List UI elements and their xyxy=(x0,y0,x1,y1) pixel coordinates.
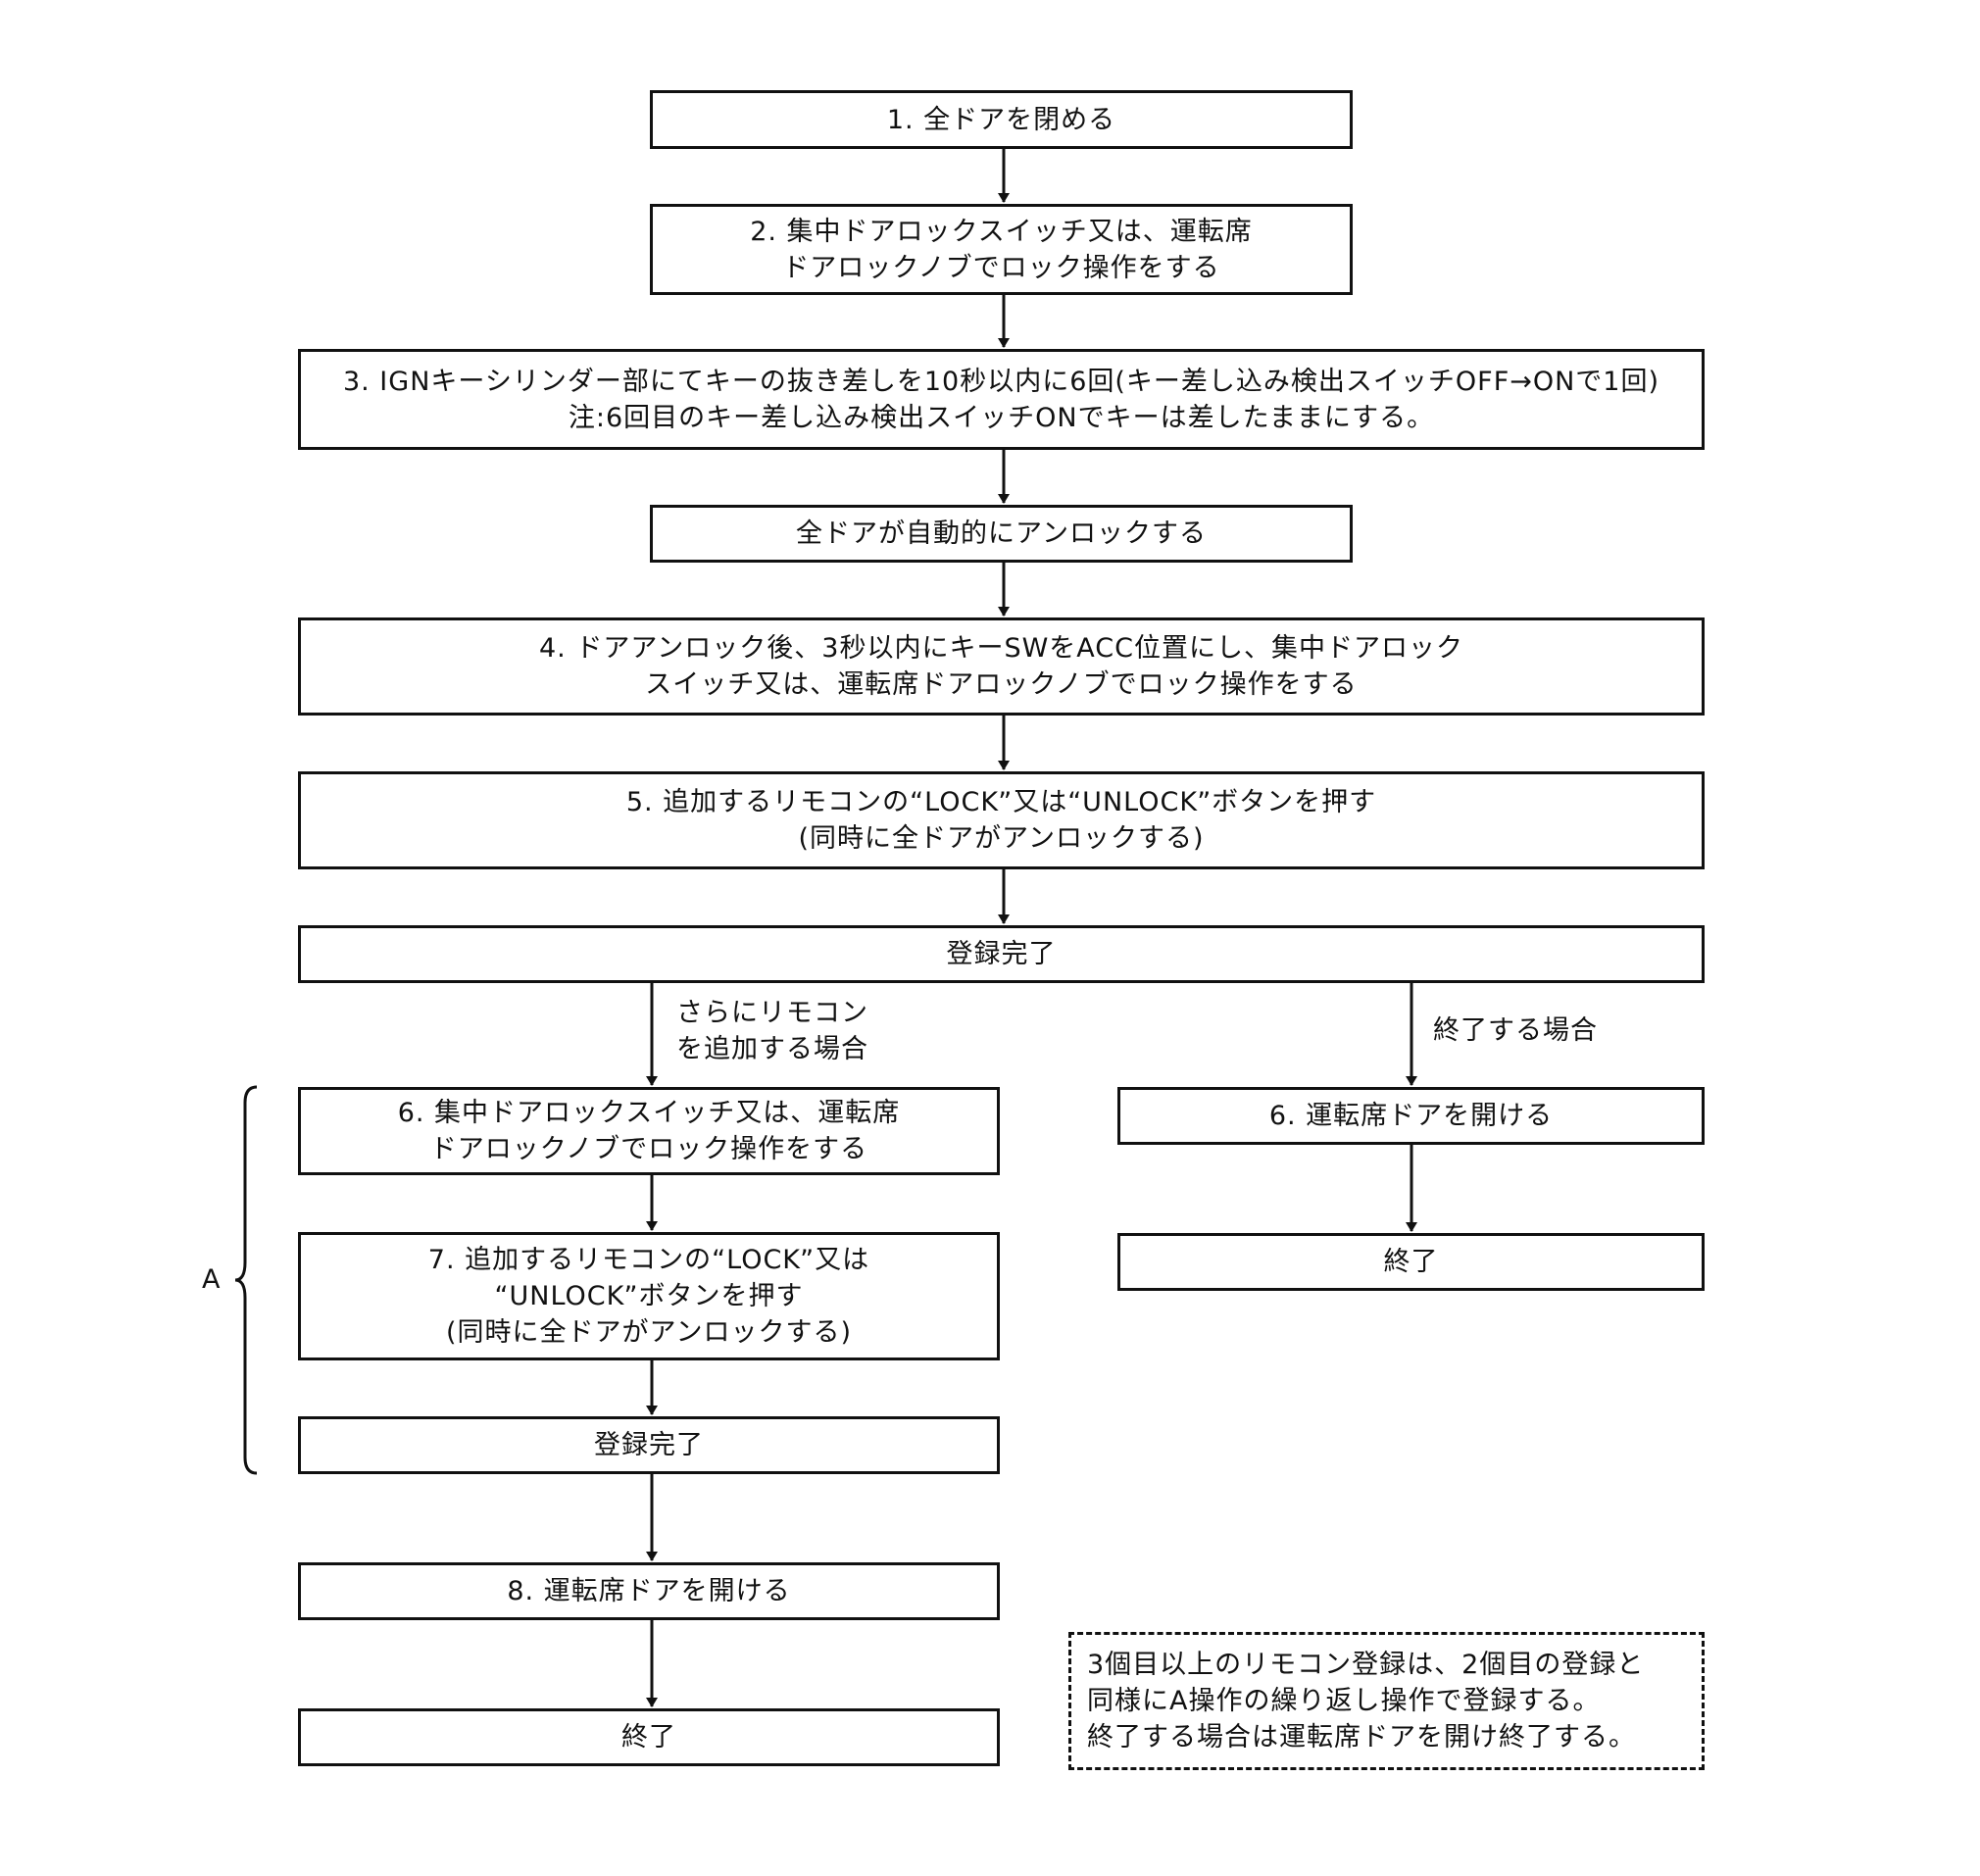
group-a-label: A xyxy=(202,1261,221,1298)
step-2-box: 2. 集中ドアロックスイッチ又は、運転席 ドアロックノブでロック操作をする xyxy=(650,204,1353,295)
step-5-line-2: (同時に全ドアがアンロックする) xyxy=(798,823,1205,854)
step-8-text: 8. 運転席ドアを開ける xyxy=(507,1576,791,1606)
branch-end-label: 終了する場合 xyxy=(1433,1012,1598,1049)
step-3-line-1: 3. IGNキーシリンダー部にてキーの抜き差しを10秒以内に6回(キー差し込み検… xyxy=(342,366,1660,397)
branch-add-line-2: を追加する場合 xyxy=(676,1034,868,1064)
step-6-right-box: 6. 運転席ドアを開ける xyxy=(1117,1087,1705,1145)
branch-add-label: さらにリモコン を追加する場合 xyxy=(676,995,868,1067)
note-line-2: 同様にA操作の繰り返し操作で登録する。 xyxy=(1087,1686,1601,1716)
note-line-3: 終了する場合は運転席ドアを開け終了する。 xyxy=(1087,1722,1636,1753)
step-7-line-1: 7. 追加するリモコンの“LOCK”又は xyxy=(427,1245,870,1275)
branch-add-line-1: さらにリモコン xyxy=(676,998,868,1028)
step-4-box: 4. ドアアンロック後、3秒以内にキーSWをACC位置にし、集中ドアロック スイ… xyxy=(298,617,1705,716)
end-right-box: 終了 xyxy=(1117,1233,1705,1291)
step-4-line-1: 4. ドアアンロック後、3秒以内にキーSWをACC位置にし、集中ドアロック xyxy=(539,633,1463,664)
step-1-box: 1. 全ドアを閉める xyxy=(650,90,1353,149)
end-left-box: 終了 xyxy=(298,1708,1000,1766)
step-1-text: 1. 全ドアを閉める xyxy=(886,104,1116,135)
auto-unlock-text: 全ドアが自動的にアンロックする xyxy=(796,518,1207,549)
step-7-box: 7. 追加するリモコンの“LOCK”又は “UNLOCK”ボタンを押す (同時に… xyxy=(298,1232,1000,1360)
note-box: 3個目以上のリモコン登録は、2個目の登録と 同様にA操作の繰り返し操作で登録する… xyxy=(1068,1632,1705,1770)
registration-complete-text: 登録完了 xyxy=(946,939,1057,969)
step-7-line-3: (同時に全ドアがアンロックする) xyxy=(446,1317,852,1348)
step-6-left-line-2: ドアロックノブでロック操作をする xyxy=(429,1134,868,1164)
registration-complete-2-text: 登録完了 xyxy=(594,1430,704,1460)
step-2-line-2: ドアロックノブでロック操作をする xyxy=(782,252,1220,283)
branch-end-text: 終了する場合 xyxy=(1433,1015,1598,1046)
step-3-box: 3. IGNキーシリンダー部にてキーの抜き差しを10秒以内に6回(キー差し込み検… xyxy=(298,349,1705,450)
end-right-text: 終了 xyxy=(1383,1247,1439,1277)
registration-complete-2-box: 登録完了 xyxy=(298,1416,1000,1474)
step-6-left-box: 6. 集中ドアロックスイッチ又は、運転席 ドアロックノブでロック操作をする xyxy=(298,1087,1000,1175)
step-3-line-2: 注:6回目のキー差し込み検出スイッチONでキーは差したままにする。 xyxy=(568,402,1435,433)
step-2-line-1: 2. 集中ドアロックスイッチ又は、運転席 xyxy=(750,216,1253,247)
registration-complete-box: 登録完了 xyxy=(298,925,1705,983)
step-4-line-2: スイッチ又は、運転席ドアロックノブでロック操作をする xyxy=(645,669,1358,700)
group-a-text: A xyxy=(202,1264,222,1295)
step-6-right-text: 6. 運転席ドアを開ける xyxy=(1268,1101,1554,1131)
note-line-1: 3個目以上のリモコン登録は、2個目の登録と xyxy=(1087,1650,1645,1680)
step-6-left-line-1: 6. 集中ドアロックスイッチ又は、運転席 xyxy=(397,1098,901,1128)
step-5-line-1: 5. 追加するリモコンの“LOCK”又は“UNLOCK”ボタンを押す xyxy=(625,787,1377,817)
group-a-brace xyxy=(234,1085,258,1475)
auto-unlock-box: 全ドアが自動的にアンロックする xyxy=(650,505,1353,563)
step-5-box: 5. 追加するリモコンの“LOCK”又は“UNLOCK”ボタンを押す (同時に全… xyxy=(298,771,1705,869)
end-left-text: 終了 xyxy=(621,1722,676,1753)
step-7-line-2: “UNLOCK”ボタンを押す xyxy=(494,1281,804,1311)
step-8-box: 8. 運転席ドアを開ける xyxy=(298,1562,1000,1620)
